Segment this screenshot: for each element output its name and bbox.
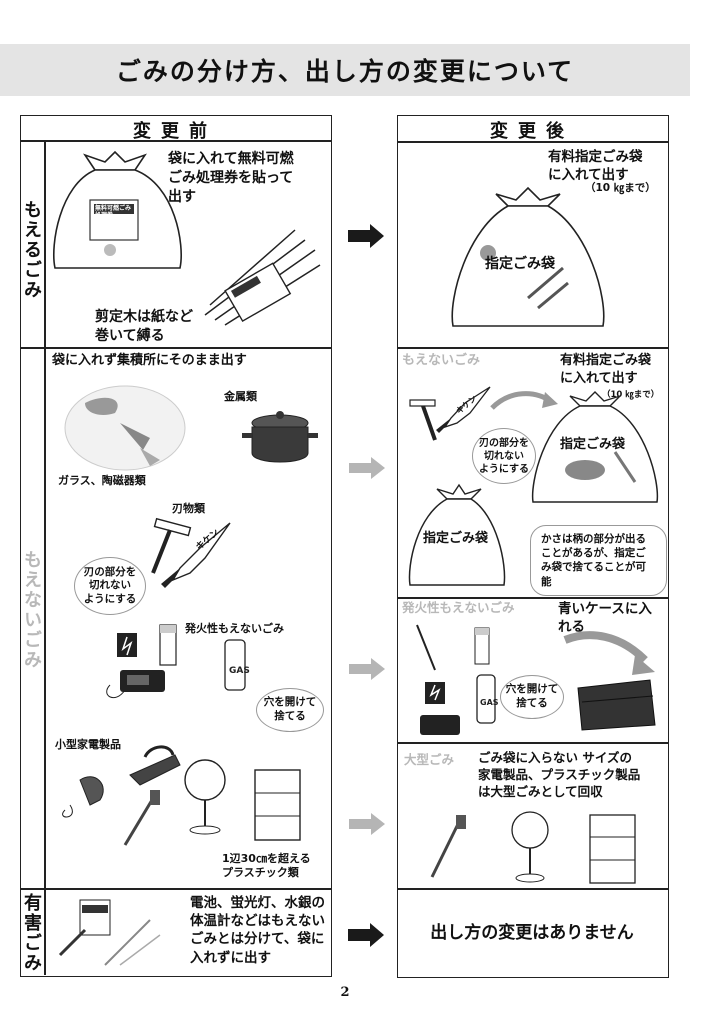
moeru-after-box <box>397 141 669 349</box>
moenai-after-box <box>397 347 669 599</box>
moeru-after-weight: （10 ㎏まで） <box>585 182 656 194</box>
curved-arrow-to-bag <box>490 391 558 410</box>
row-divider-2-left <box>20 888 332 890</box>
ignitable-after-illustration: GAS <box>416 624 499 735</box>
ignitable-after-label: 発火性もえないごみ <box>402 600 515 615</box>
ignitable-after-box <box>397 597 669 744</box>
category-moeru: もえるごみ <box>21 200 42 300</box>
blades-label: 刃物類 <box>172 502 205 515</box>
category-yugai: 有害ごみ <box>21 893 42 973</box>
moenai-after-bag-label-2: 指定ごみ袋 <box>423 531 489 546</box>
blades-illustration <box>151 517 231 588</box>
ignitable-after-text: 青いケースに入 れる <box>558 601 652 636</box>
category-moenai: もえないごみ <box>21 550 42 670</box>
large-items-illustration <box>430 811 636 884</box>
svg-text:GAS: GAS <box>229 666 250 676</box>
hole-bubble-before: 穴を開けて 捨てる <box>256 688 324 732</box>
metal-pot-illustration <box>242 411 318 463</box>
moeru-after-bag-label: 指定ごみ袋 <box>485 256 555 272</box>
appliances-label: 小型家電製品 <box>55 738 121 751</box>
hazardous-items-illustration <box>58 899 161 966</box>
ticket-label: 無料可燃ごみ 処理券 <box>95 205 132 220</box>
trash-bag-illustration <box>52 150 182 269</box>
before-column <box>20 115 332 977</box>
hole-bubble-after: 穴を開けて 捨てる <box>500 675 564 719</box>
before-header-divider <box>20 140 332 142</box>
blades-after-illustration <box>409 386 491 441</box>
moeru-before-bag-text: 袋に入れて無料可燃 ごみ処理券を貼って 出す <box>168 151 294 205</box>
svg-text:GAS: GAS <box>480 698 499 707</box>
small-appliances-illustration <box>62 745 301 846</box>
moenai-before-intro: 袋に入れず集積所にそのまま出す <box>52 353 247 368</box>
ignitable-items-illustration: GAS <box>106 624 250 699</box>
blue-case-illustration <box>563 631 656 731</box>
plastic-label: 1辺30㎝を超える プラスチック類 <box>222 852 311 880</box>
page-title: ごみの分け方、出し方の変更について <box>115 57 575 86</box>
title-banner: ごみの分け方、出し方の変更について <box>0 44 690 96</box>
filled-bag-illustration <box>531 391 659 503</box>
arrow-moenai-1 <box>349 457 385 479</box>
blade-bubble-after: 刃の部分を 切れない ようにする <box>472 428 536 484</box>
pruned-branches-illustration <box>204 229 321 326</box>
moenai-after-bag-text: 有料指定ごみ袋 に入れて出す <box>560 353 652 386</box>
moenai-after-weight: （10 ㎏まで） <box>602 390 660 400</box>
large-after-text: ごみ袋に入らない サイズの 家電製品、プラスチック製品 は大型ごみとして回収 <box>478 750 641 799</box>
branches-text: 剪定木は紙など 巻いて縛る <box>95 309 193 344</box>
large-after-box <box>397 742 669 890</box>
arrow-yugai <box>348 923 384 947</box>
after-header-box <box>397 115 669 143</box>
glass-ceramics-illustration <box>64 385 186 471</box>
umbrella-bubble: かさは柄の部分が出る ことがあるが、指定ご み袋で捨てることが可 能 <box>530 525 667 596</box>
arrow-moenai-2 <box>349 658 385 680</box>
blade-bubble-before: 刃の部分を 切れない ようにする <box>74 557 146 615</box>
hazardous-after-text: 出し方の変更はありません <box>430 923 634 943</box>
before-header: 変更前 <box>133 121 217 142</box>
glass-label: ガラス、陶磁器類 <box>58 474 146 487</box>
ignitable-label-before: 発火性もえないごみ <box>185 622 284 635</box>
arrow-moenai-3 <box>349 813 385 835</box>
row-divider-1-left <box>20 347 332 349</box>
category-divider <box>44 141 46 975</box>
metal-label: 金属類 <box>224 390 257 403</box>
page-number: 2 <box>340 985 350 1000</box>
moenai-after-label: もえないごみ <box>402 353 481 368</box>
hazardous-before-text: 電池、蛍光灯、水銀の 体温計などはもえない ごみとは分けて、袋に 入れずに出す <box>190 895 325 966</box>
after-header: 変更後 <box>490 121 574 142</box>
arrow-moeru <box>348 224 384 248</box>
designated-bag-illustration <box>451 186 605 327</box>
large-after-label: 大型ごみ <box>404 752 455 767</box>
moeru-after-bag-text: 有料指定ごみ袋 に入れて出す <box>548 149 643 184</box>
moenai-after-bag-label-1: 指定ごみ袋 <box>560 437 626 452</box>
yugai-after-box <box>397 888 669 978</box>
empty-bag-illustration <box>408 483 506 586</box>
